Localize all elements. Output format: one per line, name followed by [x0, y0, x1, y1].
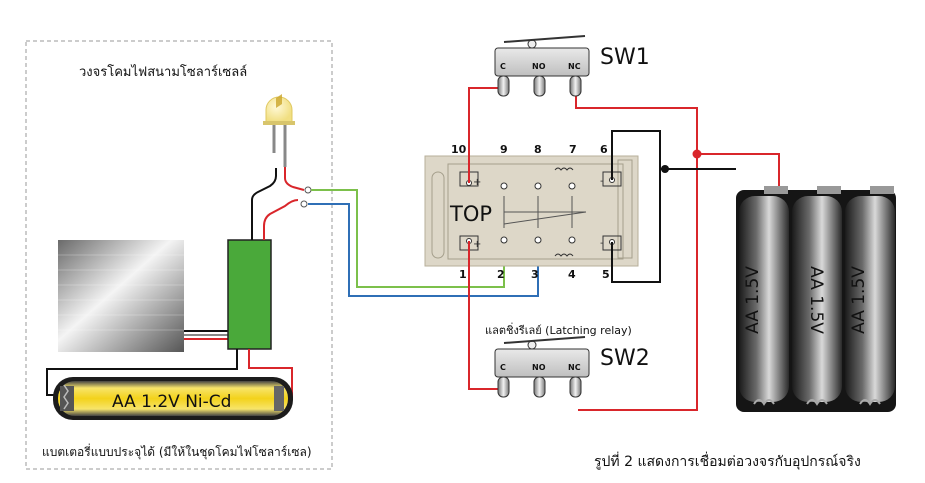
- sw1-microswitch: [494, 35, 590, 97]
- relay-pin-7: 7: [569, 143, 577, 156]
- sw2-pin-c: C: [500, 363, 506, 372]
- relay-pin-9: 9: [500, 143, 508, 156]
- battery-caption: แบตเตอรี่แบบประจุได้ (มีให้ในชุดโคมไฟโซล…: [42, 443, 312, 460]
- relay-caption: แลตชิ่งรีเลย์ (Latching relay): [485, 322, 632, 337]
- sw2-microswitch: [494, 336, 590, 398]
- svg-text:-: -: [600, 238, 604, 249]
- nicd-battery-icon: [53, 377, 293, 420]
- cell-label-3: AA 1.5V: [849, 266, 869, 334]
- svg-text:-: -: [600, 176, 604, 187]
- relay-pin-4: 4: [568, 268, 576, 281]
- battery-holder-icon: [736, 186, 896, 412]
- relay-pin-3: 3: [531, 268, 539, 281]
- relay-pin-1: 1: [459, 268, 467, 281]
- relay-pin-2: 2: [497, 268, 505, 281]
- latching-relay: + + - -: [424, 155, 639, 267]
- solar-panel-lines: [58, 254, 184, 331]
- led-icon: [263, 94, 295, 167]
- cell-label-2: AA 1.5V: [806, 266, 826, 334]
- cell-label-1: AA 1.5V: [743, 266, 763, 334]
- sw1-pin-no: NO: [532, 62, 546, 71]
- junction-red: [692, 149, 702, 159]
- nicd-battery-label: AA 1.2V Ni-Cd: [112, 392, 231, 412]
- solar-lamp-boundary: [25, 40, 333, 470]
- svg-text:+: +: [473, 239, 481, 250]
- relay-pin-10: 10: [451, 143, 467, 156]
- relay-pin-6: 6: [600, 143, 608, 156]
- svg-text:+: +: [473, 177, 481, 188]
- relay-pin-5: 5: [602, 268, 610, 281]
- controller-module: [227, 239, 272, 350]
- sw1-label: SW1: [600, 45, 650, 70]
- solar-circuit-title: วงจรโคมไฟสนามโซลาร์เซลล์: [79, 64, 247, 80]
- sw2-label: SW2: [600, 346, 650, 371]
- figure-caption: รูปที่ 2 แสดงการเชื่อมต่อวงจรกับอุปกรณ์จ…: [594, 452, 861, 470]
- sw2-pin-no: NO: [532, 363, 546, 372]
- junction-black: [661, 165, 669, 173]
- sw1-pin-nc: NC: [568, 62, 581, 71]
- sw1-pin-c: C: [500, 62, 506, 71]
- relay-top-label: TOP: [449, 202, 492, 226]
- sw2-pin-nc: NC: [568, 363, 581, 372]
- solar-panel-icon: [58, 240, 184, 352]
- relay-pin-8: 8: [534, 143, 542, 156]
